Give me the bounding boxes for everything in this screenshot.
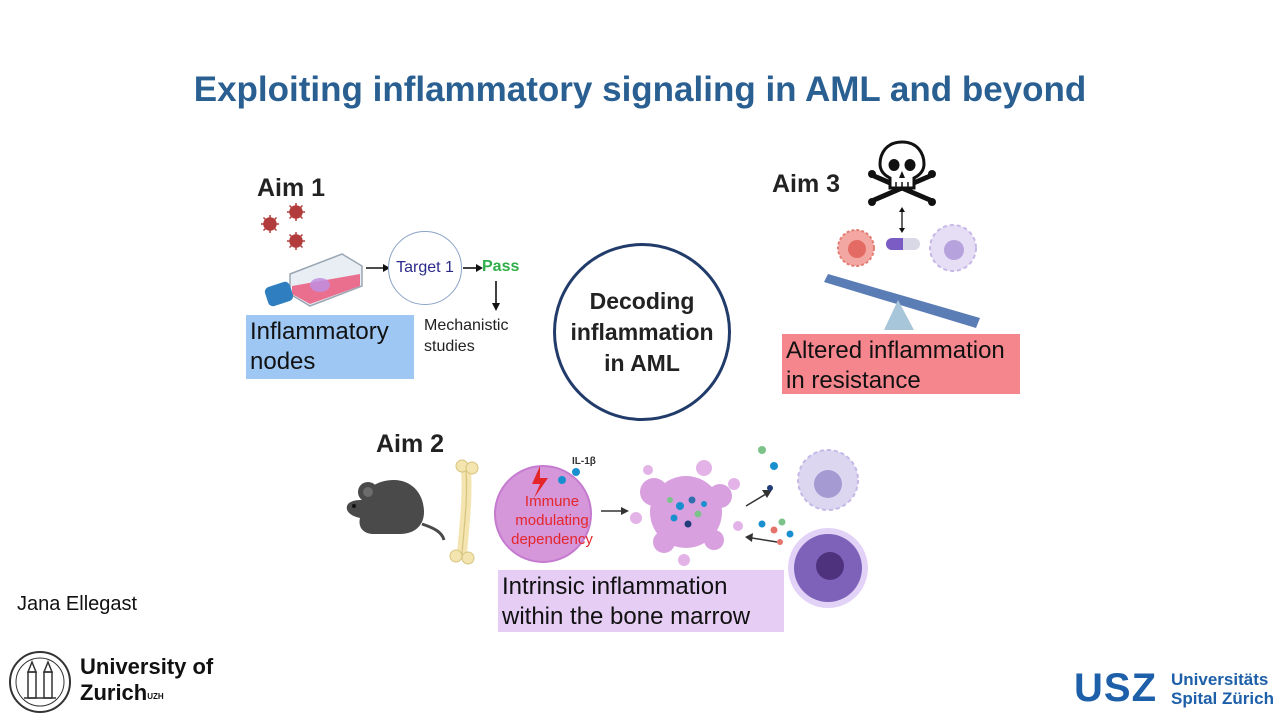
uzh-seal-icon	[9, 651, 71, 713]
skull-crossbones-icon	[868, 140, 936, 206]
altered-inflammation-box: Altered inflammation in resistance	[782, 334, 1020, 394]
center-circle: Decoding inflammation in AML	[553, 243, 731, 421]
slide-title: Exploiting inflammatory signaling in AML…	[193, 70, 1087, 109]
immune-cell-lilac-icon	[929, 224, 977, 272]
intrinsic-inflammation-box: Intrinsic inflammation within the bone m…	[498, 570, 784, 632]
cancer-cell-red-icon	[837, 229, 875, 267]
aim3-label: Aim 3	[772, 170, 841, 198]
immune-dependency-label: Immune modulating dependency	[511, 493, 593, 548]
target-circle: Target 1	[388, 231, 462, 305]
pill-capsule-icon	[886, 238, 920, 250]
aim2-label: Aim 2	[376, 430, 445, 458]
usz-logo-text: Universitäts Spital Zürich	[1171, 670, 1274, 708]
il1b-label: IL-1β	[572, 456, 596, 467]
inflamed-cell-cluster-icon	[630, 460, 743, 566]
virus-particles-icon	[261, 203, 305, 250]
inflammatory-nodes-box: Inflammatory nodes	[246, 315, 414, 379]
arrow-right-icon	[601, 507, 629, 515]
uzh-logo-text: University of ZurichUZH	[80, 654, 214, 705]
aim1-label: Aim 1	[257, 174, 326, 202]
cell-culture-flask-icon	[264, 253, 363, 307]
author-name: Jana Ellegast	[17, 593, 138, 615]
mouse-icon	[346, 480, 446, 541]
leukemic-cell-icon	[494, 465, 592, 563]
arrow-left-icon	[745, 533, 778, 543]
mechanistic-studies-label: Mechanistic studies	[424, 317, 509, 355]
arrow-right-icon	[463, 264, 483, 272]
bone-icon	[449, 459, 479, 565]
seesaw-balance-icon	[824, 274, 980, 330]
usz-logo-mark: USZ	[1074, 666, 1157, 710]
double-arrow-icon	[899, 207, 905, 233]
arrow-down-icon	[492, 281, 500, 311]
arrow-up-right-icon	[745, 490, 772, 507]
arrow-right-icon	[366, 264, 390, 272]
pass-label: Pass	[482, 258, 520, 275]
immune-cells-icon	[758, 446, 868, 608]
